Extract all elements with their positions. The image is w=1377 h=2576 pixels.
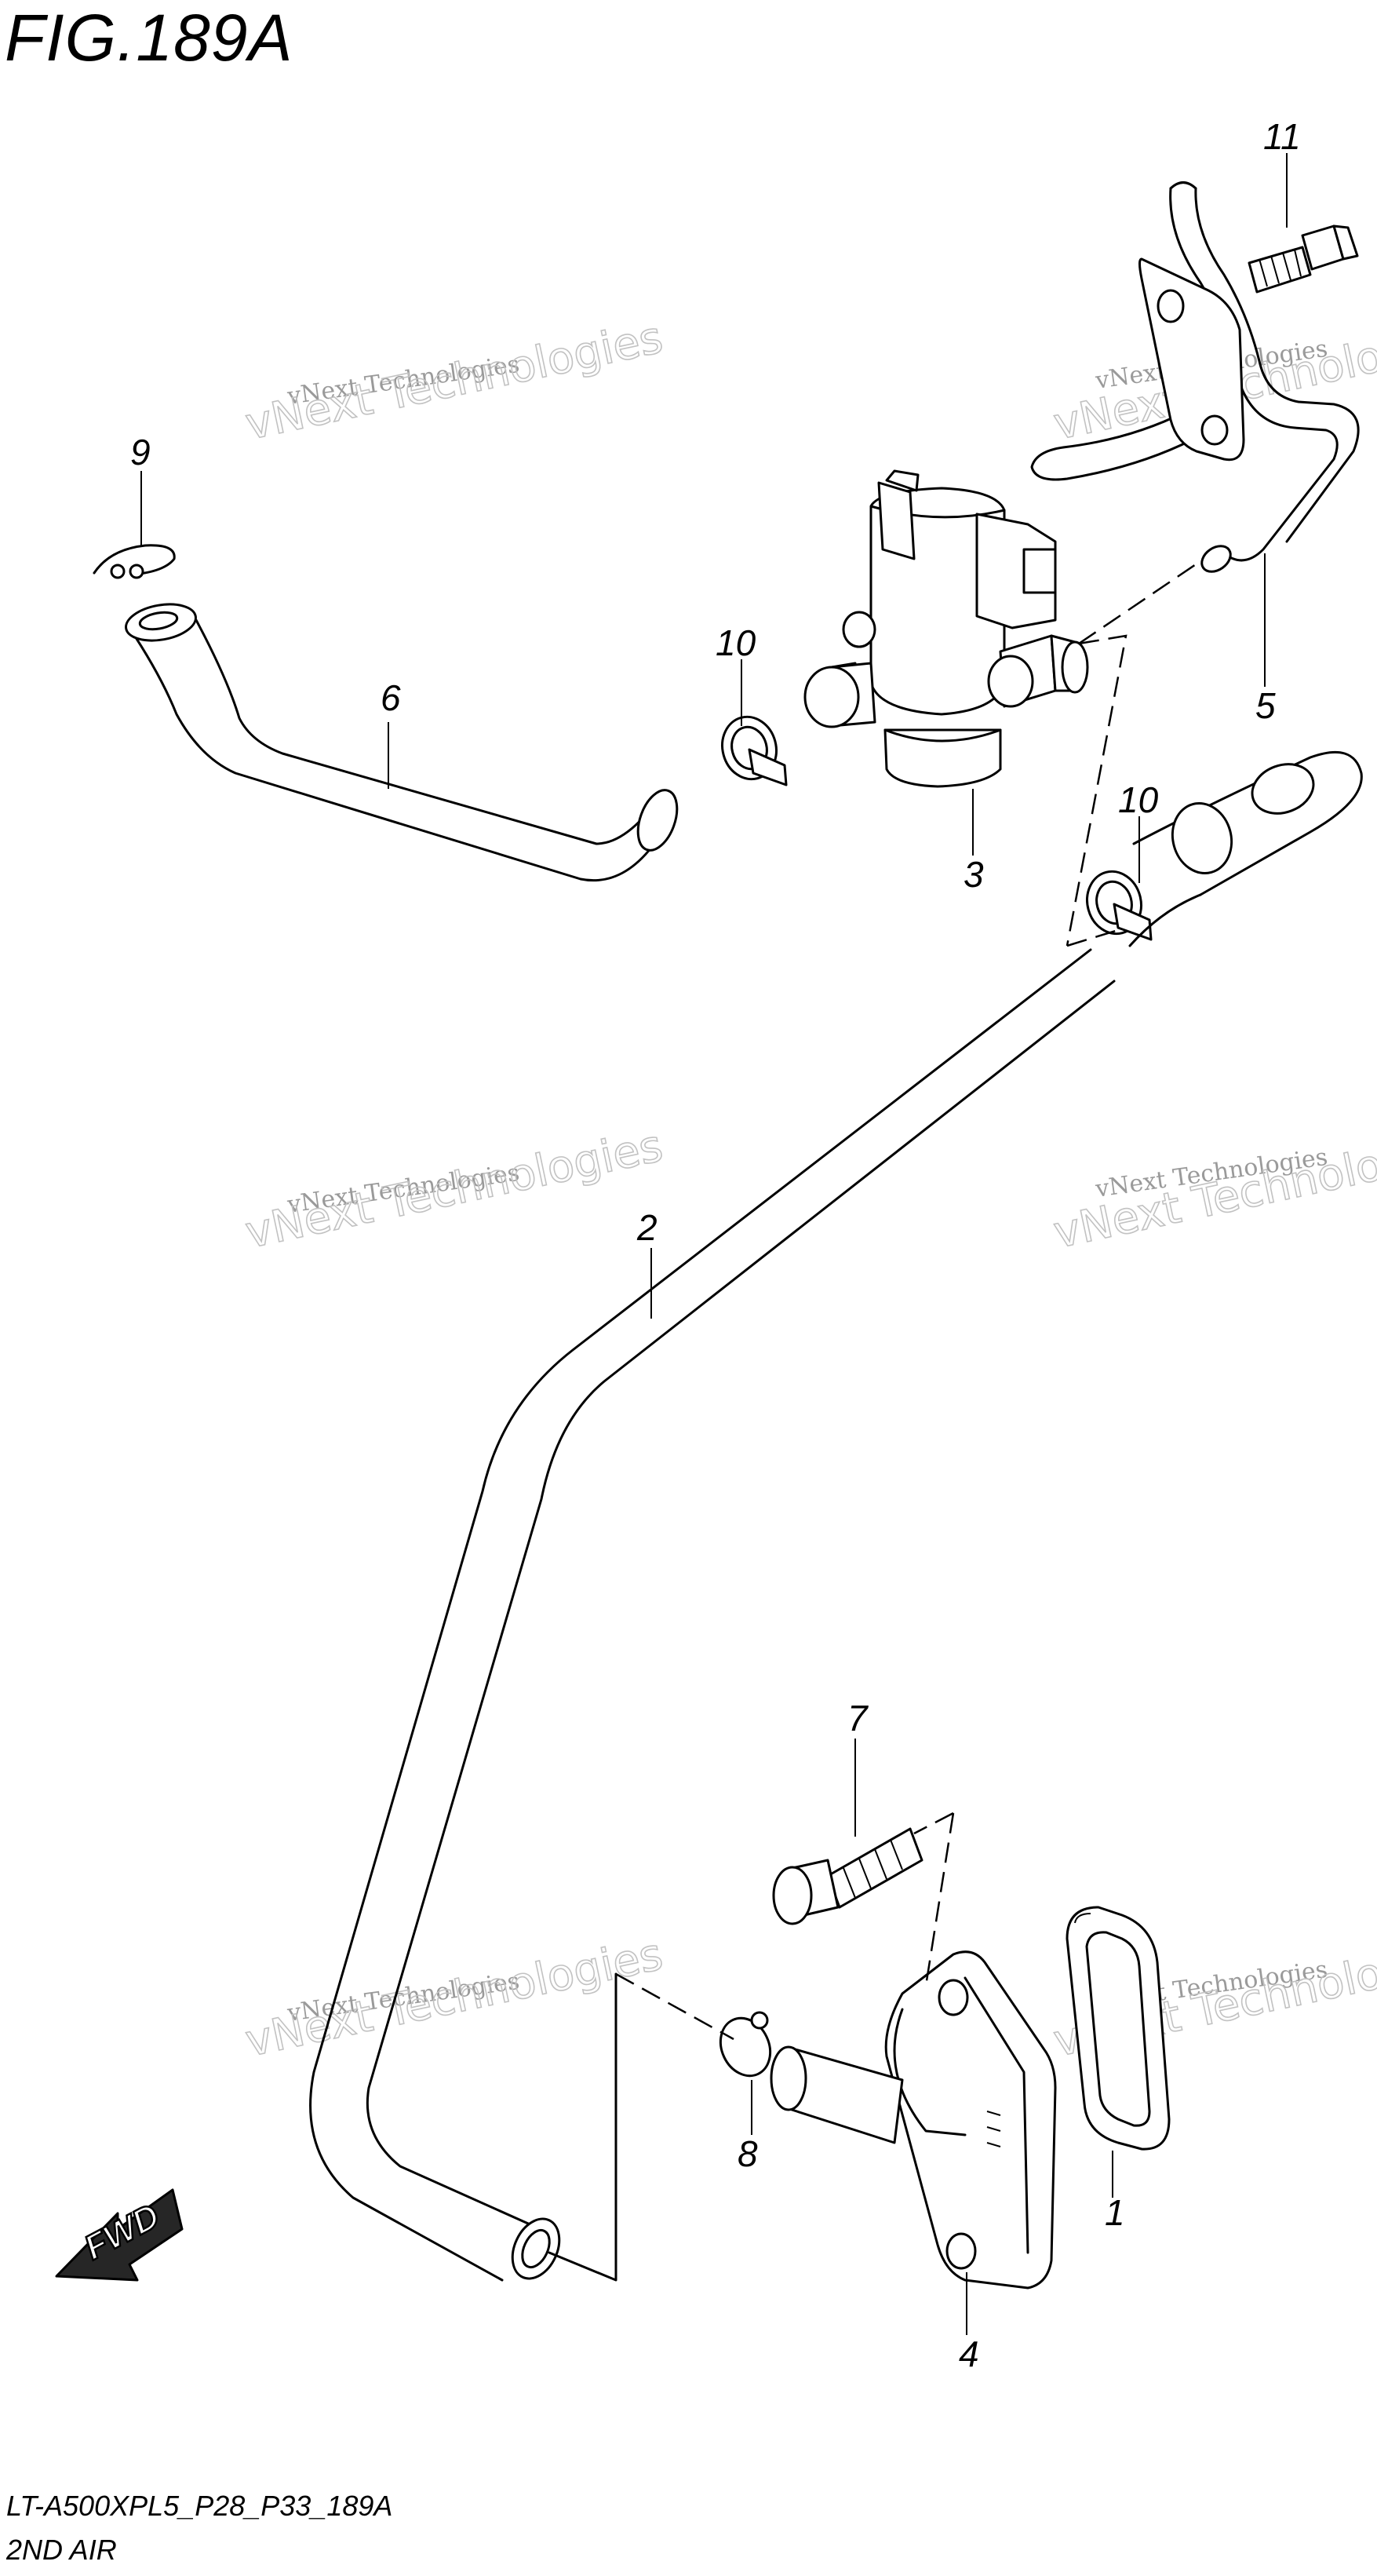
part-6-hose <box>125 603 679 882</box>
part-10-clamp-upper <box>721 715 788 786</box>
watermark-bottom-left: vNext Technologies vNext Technologies <box>241 1928 668 2068</box>
callout-11: 11 <box>1263 116 1301 157</box>
part-4-cover <box>770 1950 1057 2290</box>
leader-lines <box>140 153 1288 2335</box>
watermark-middle-right: vNext Technologies vNext Technologies <box>1049 1120 1377 1260</box>
part-5-pipe <box>1030 181 1360 573</box>
fwd-arrow: FWD <box>55 2188 184 2282</box>
part-2-hose <box>309 750 1363 2282</box>
callout-2: 2 <box>636 1207 658 1248</box>
figure-title: FIG.189A <box>5 1 293 75</box>
callout-1: 1 <box>1105 2192 1125 2233</box>
callout-6: 6 <box>381 677 401 718</box>
part-3-valve <box>803 469 1089 788</box>
watermark-middle-left: vNext Technologies vNext Technologies <box>241 1120 668 1260</box>
callout-10-upper: 10 <box>716 622 756 663</box>
part-8-ring <box>719 2011 772 2078</box>
callout-4: 4 <box>959 2333 979 2374</box>
part-1-gasket <box>1066 1906 1171 2151</box>
callout-10-lower: 10 <box>1118 779 1159 820</box>
callout-labels: 1 2 3 4 5 6 7 8 9 10 10 11 <box>130 116 1301 2374</box>
callout-5: 5 <box>1255 685 1276 726</box>
connection-lines <box>548 560 1201 2282</box>
callout-3: 3 <box>964 854 984 895</box>
diagram-name: 2ND AIR <box>6 2534 117 2566</box>
part-7-bolt <box>772 1827 923 1925</box>
callout-9: 9 <box>130 432 151 473</box>
part-10-clamp-lower <box>1086 870 1153 941</box>
callout-7: 7 <box>847 1698 869 1739</box>
watermark-top-left: vNext Technologies vNext Technologies <box>241 312 668 451</box>
diagram-code: LT-A500XPL5_P28_P33_189A <box>6 2490 393 2522</box>
part-9-clip <box>93 544 176 579</box>
part-11-bolt <box>1248 224 1359 294</box>
callout-8: 8 <box>738 2133 758 2174</box>
